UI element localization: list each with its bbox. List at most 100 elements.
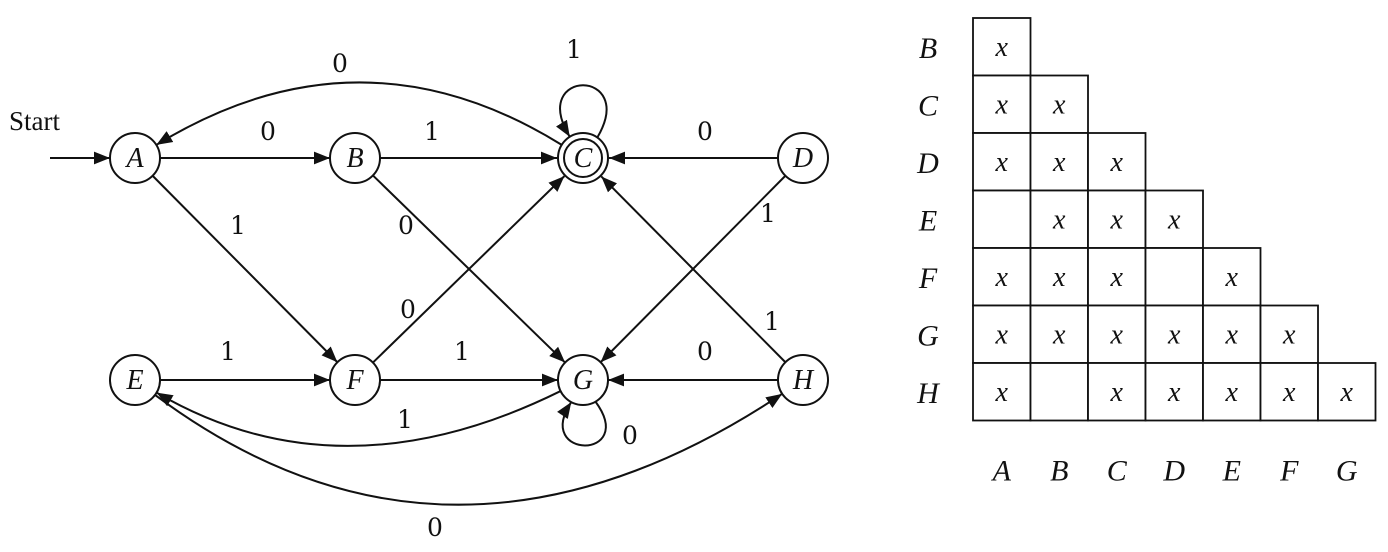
edge-label-b-g: 0 (398, 211, 414, 240)
table-mark-b-a: x (995, 32, 1009, 63)
state-nodes: A B C D E F G H (109, 132, 829, 406)
table-mark-g-d: x (1167, 319, 1181, 350)
edge-label-a-f: 1 (230, 211, 246, 240)
edge-h-c (600, 175, 787, 363)
table-mark-e-d: x (1167, 204, 1181, 235)
edge-label-e-f: 1 (220, 337, 236, 366)
table-cell-f-a (972, 247, 1032, 307)
state-label-a: A (124, 143, 144, 174)
row-label-g: G (917, 319, 939, 352)
edge-e-h (154, 393, 783, 506)
table-mark-h-e: x (1225, 377, 1239, 408)
state-b (329, 132, 381, 184)
row-label-d: D (916, 147, 939, 180)
state-g (557, 354, 609, 406)
edge-label-f-g: 1 (454, 337, 470, 366)
state-label-h: H (792, 365, 815, 396)
column-label-b: B (1050, 455, 1068, 488)
state-c-accepting-ring (563, 138, 603, 178)
edge-label-b-c: 1 (424, 117, 440, 146)
table-mark-g-a: x (995, 319, 1009, 350)
table-mark-h-d: x (1167, 377, 1181, 408)
edge-a-f (151, 175, 339, 363)
edge-f-c (372, 175, 566, 364)
edge-label-f-c: 0 (400, 295, 416, 324)
table-cell-d-b (1029, 132, 1089, 192)
table-cell-g-a (972, 304, 1032, 364)
edge-label-c-a: 0 (332, 49, 348, 78)
table-mark-f-e: x (1225, 262, 1239, 293)
state-label-e: E (125, 365, 143, 396)
state-h (777, 354, 829, 406)
edge-c-c (555, 84, 608, 139)
table-mark-d-b: x (1052, 147, 1066, 178)
table-mark-e-b: x (1052, 204, 1066, 235)
state-label-g: G (573, 365, 593, 396)
edge-label-d-c: 0 (697, 117, 713, 146)
row-label-f: F (918, 262, 938, 295)
edge-label-h-c: 1 (764, 307, 780, 336)
edge-label-c-c: 1 (566, 35, 582, 64)
table-cell-g-b (1029, 304, 1089, 364)
row-label-h: H (916, 377, 941, 410)
state-d (777, 132, 829, 184)
table-mark-h-c: x (1110, 377, 1124, 408)
column-label-g: G (1336, 455, 1358, 488)
state-label-b: B (346, 143, 363, 174)
table-cell-h-e (1202, 362, 1262, 422)
edge-label-e-h: 0 (427, 513, 443, 542)
table-mark-e-c: x (1110, 204, 1124, 235)
table-cell-h-b (1029, 362, 1089, 422)
table-cell-d-a (972, 132, 1032, 192)
column-label-d: D (1162, 455, 1185, 488)
table-cell-f-b (1029, 247, 1089, 307)
state-e (109, 354, 161, 406)
edge-g-e (156, 390, 562, 447)
table-mark-h-f: x (1282, 377, 1296, 408)
column-label-a: A (991, 455, 1012, 488)
column-label-e: E (1222, 455, 1241, 488)
table-mark-d-a: x (995, 147, 1009, 178)
table-mark-g-e: x (1225, 319, 1239, 350)
table-cell-e-a (972, 189, 1032, 249)
state-label-f: F (345, 365, 364, 396)
column-label-c: C (1107, 455, 1128, 488)
table-mark-c-b: x (1052, 89, 1066, 120)
edge-label-a-b: 0 (260, 117, 276, 146)
edge-label-h-g: 0 (697, 337, 713, 366)
edge-label-g-e: 1 (397, 405, 413, 434)
edge-c-a (155, 81, 563, 146)
table-mark-h-g: x (1340, 377, 1354, 408)
table-mark-f-c: x (1110, 262, 1124, 293)
table-mark-g-f: x (1282, 319, 1296, 350)
table-cell-g-e (1202, 304, 1262, 364)
table-cell-c-b (1029, 74, 1089, 134)
table-mark-c-a: x (995, 89, 1009, 120)
table-mark-g-b: x (1052, 319, 1066, 350)
table-cell-g-f (1259, 304, 1319, 364)
table-cell-f-d (1144, 247, 1204, 307)
start-label: Start (9, 106, 60, 136)
row-label-b: B (919, 32, 937, 65)
table-mark-f-a: x (995, 262, 1009, 293)
state-label-c: C (574, 143, 593, 174)
edge-g-g (557, 401, 607, 447)
table-mark-d-c: x (1110, 147, 1124, 178)
edge-label-g-g: 0 (622, 421, 638, 450)
table-cell-h-g (1317, 362, 1377, 422)
column-label-f: F (1279, 455, 1299, 488)
row-label-c: C (918, 89, 939, 122)
row-label-e: E (918, 204, 937, 237)
table-mark-h-a: x (995, 377, 1009, 408)
table-cell-e-c (1087, 189, 1147, 249)
table-cell-h-a (972, 362, 1032, 422)
edge-label-d-g: 1 (760, 199, 776, 228)
state-f (329, 354, 381, 406)
table-mark-f-b: x (1052, 262, 1066, 293)
table-mark-g-c: x (1110, 319, 1124, 350)
state-label-d: D (792, 143, 813, 174)
state-a (109, 132, 161, 184)
